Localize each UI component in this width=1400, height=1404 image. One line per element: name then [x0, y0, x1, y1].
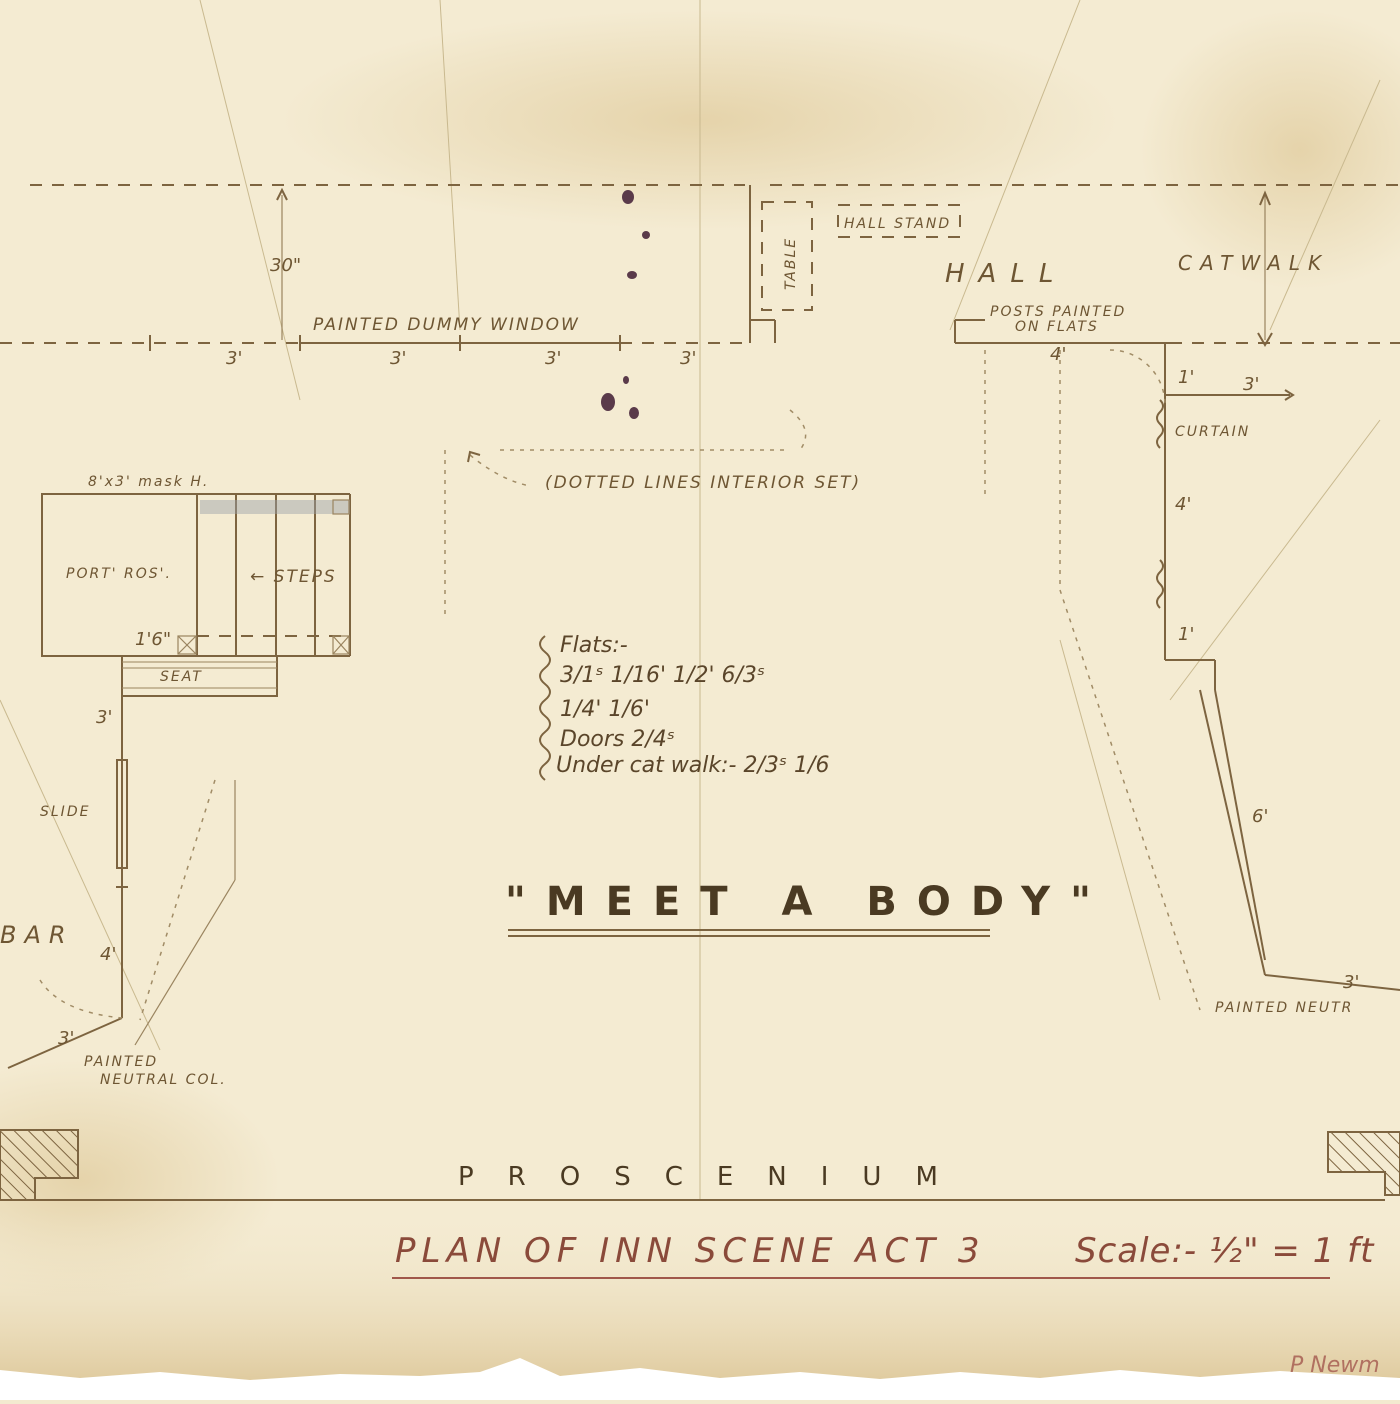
- torn-edge: [0, 1358, 1400, 1400]
- notes-line: Under cat walk:- 2/3ˢ 1/6: [556, 753, 829, 778]
- dimension-label: 4': [1175, 494, 1191, 515]
- right-wall: [984, 343, 1400, 1011]
- painted-neutral-right-label: PAINTED NEUTR: [1215, 1000, 1353, 1016]
- top-dimension-ticks: [149, 187, 1273, 351]
- port-ros-label: PORT' ROS'.: [66, 566, 172, 582]
- plan-caption: PLAN OF INN SCENE ACT 3: [395, 1231, 986, 1271]
- interior-set-dotted: [444, 409, 807, 620]
- dimension-label: 3': [680, 348, 696, 369]
- dimension-label: 3': [390, 348, 406, 369]
- curtain-label: CURTAIN: [1175, 424, 1250, 440]
- scale-caption: Scale:- ½" = 1 ft: [1075, 1231, 1375, 1271]
- posts-painted-label-2: ON FLATS: [1015, 319, 1099, 335]
- dotted-lines-label: (DOTTED LINES INTERIOR SET): [545, 473, 861, 493]
- notes-line: Doors 2/4ˢ: [560, 727, 675, 752]
- dimension-label: 4': [100, 944, 116, 965]
- dummy-window-label: PAINTED DUMMY WINDOW: [313, 315, 580, 335]
- posts-painted-label: POSTS PAINTED: [990, 304, 1126, 320]
- construction-lines: [0, 0, 1381, 1200]
- dimension-label: 3': [226, 348, 242, 369]
- flats-notes: Flats:- 3/1ˢ 1/16' 1/2' 6/3ˢ 1/4' 1/6' D…: [539, 633, 829, 781]
- play-title: "MEET A BODY": [505, 879, 1111, 925]
- proscenium: [0, 1129, 1400, 1201]
- water-stain: [1140, 10, 1400, 290]
- hall-stand-outline: [837, 204, 961, 238]
- dimension-label: 3': [58, 1028, 74, 1049]
- upstage-walls: [0, 184, 1400, 344]
- dimension-label: 1'6": [135, 629, 171, 650]
- dimension-label: 3': [1243, 374, 1259, 395]
- painted-neutral-left-label-2: NEUTRAL COL.: [100, 1072, 227, 1088]
- hall-label: HALL: [945, 259, 1067, 289]
- dimension-label: 3': [96, 707, 112, 728]
- steps-label: ← STEPS: [250, 567, 337, 587]
- hall-stand-label: HALL STAND: [844, 216, 951, 232]
- notes-line: 1/4' 1/6': [560, 697, 650, 722]
- dimension-label: 30": [270, 255, 301, 276]
- dimension-label: 6': [1252, 806, 1268, 827]
- mask-label: 8'x3' mask H.: [88, 474, 209, 490]
- dimension-label: 4': [1050, 344, 1066, 365]
- table-outline: [761, 201, 813, 311]
- notes-line: Flats:-: [560, 633, 628, 658]
- proscenium-label: PROSCENIUM: [458, 1162, 972, 1192]
- dimension-label: 3': [545, 348, 561, 369]
- table-label: TABLE: [783, 237, 799, 290]
- catwalk-label: CATWALK: [1178, 251, 1329, 275]
- dimension-label: 1': [1178, 624, 1194, 645]
- ink-spots: [601, 190, 650, 419]
- signature: P Newm: [1290, 1353, 1380, 1378]
- seat-label: SEAT: [160, 669, 203, 685]
- painted-neutral-left-label: PAINTED: [84, 1054, 158, 1070]
- port-rostrum: [7, 493, 351, 1069]
- bar-label: BAR: [0, 921, 74, 949]
- dimension-label: 1': [1178, 367, 1194, 388]
- aged-edge: [0, 1210, 1400, 1400]
- notes-line: 3/1ˢ 1/16' 1/2' 6/3ˢ: [560, 663, 765, 688]
- slide-label: SLIDE: [40, 804, 90, 820]
- dimension-label: 3': [1343, 972, 1359, 993]
